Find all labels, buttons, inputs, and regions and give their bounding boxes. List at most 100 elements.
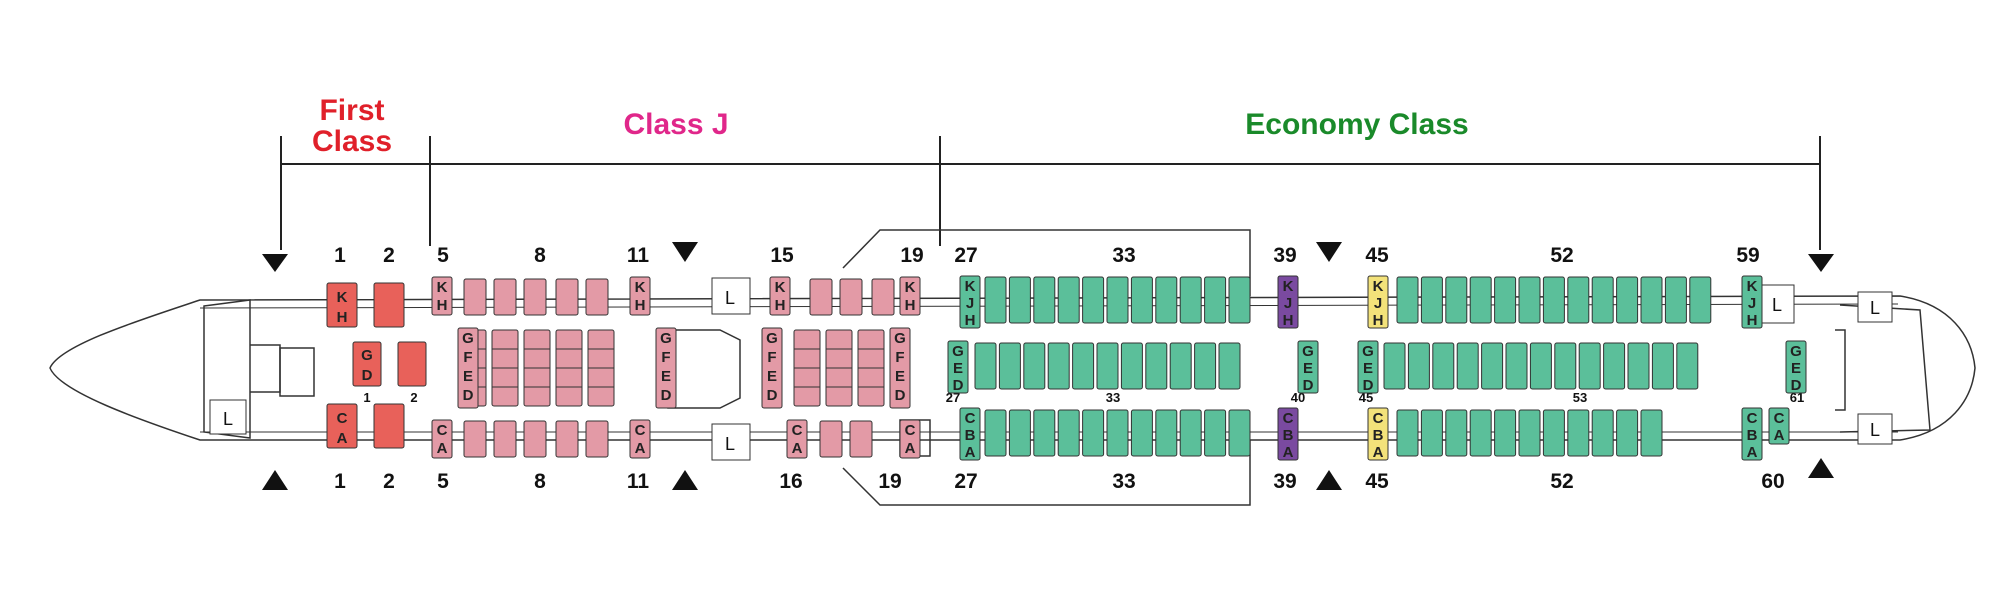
y-seat-mid-rear[interactable] [1432, 342, 1455, 390]
j-seat-window-bottom[interactable] [523, 420, 547, 458]
y-seat-top-front[interactable] [1057, 276, 1080, 324]
y-seat-45G[interactable] [1357, 340, 1379, 394]
y-seat-39K[interactable] [1277, 275, 1299, 329]
y-seat-mid-rear[interactable] [1529, 342, 1552, 390]
y-seat-top-rear[interactable] [1518, 276, 1541, 324]
y-seat-mid-front[interactable] [1169, 342, 1192, 390]
y-seat-top-front[interactable] [984, 276, 1007, 324]
first-seat-2G[interactable] [397, 341, 427, 387]
j-seat-window-top[interactable] [523, 278, 547, 316]
y-seat-mid-rear[interactable] [1407, 342, 1430, 390]
first-seat-2K[interactable] [373, 282, 405, 328]
y-seat-mid-front[interactable] [1218, 342, 1241, 390]
y-seat-bottom-front[interactable] [1057, 409, 1080, 457]
j-seat-6G[interactable] [457, 327, 479, 409]
y-seat-top-rear[interactable] [1689, 276, 1712, 324]
j-seat-window-top[interactable] [463, 278, 487, 316]
y-seat-mid-rear[interactable] [1505, 342, 1528, 390]
y-seat-mid-front[interactable] [974, 342, 997, 390]
y-seat-mid-rear[interactable] [1456, 342, 1479, 390]
j-seat-11C[interactable] [629, 419, 651, 459]
y-seat-mid-front[interactable] [998, 342, 1021, 390]
j-seat-window-bottom[interactable] [585, 420, 609, 458]
first-seat-1C[interactable] [326, 403, 358, 449]
y-seat-mid-front[interactable] [1072, 342, 1095, 390]
y-seat-top-rear[interactable] [1542, 276, 1565, 324]
y-seat-bottom-rear[interactable] [1542, 409, 1565, 457]
y-seat-59K[interactable] [1741, 275, 1763, 329]
y-seat-bottom-front[interactable] [1228, 409, 1251, 457]
y-seat-top-front[interactable] [1204, 276, 1227, 324]
j-seat-window-top[interactable] [585, 278, 609, 316]
first-seat-2C[interactable] [373, 403, 405, 449]
y-seat-top-front[interactable] [1033, 276, 1056, 324]
j-seat-window-top[interactable] [809, 278, 833, 316]
j-seat-window-bottom[interactable] [555, 420, 579, 458]
j-seat-window-top[interactable] [839, 278, 863, 316]
y-seat-bottom-front[interactable] [984, 409, 1007, 457]
j-seat-19C[interactable] [899, 419, 921, 459]
y-seat-top-front[interactable] [1130, 276, 1153, 324]
j-seat-19G[interactable] [889, 327, 911, 409]
j-seat-11K[interactable] [629, 276, 651, 316]
y-seat-bottom-rear[interactable] [1420, 409, 1443, 457]
j-seat-window-top[interactable] [493, 278, 517, 316]
y-seat-top-rear[interactable] [1420, 276, 1443, 324]
y-seat-top-front[interactable] [1106, 276, 1129, 324]
j-seat-16C[interactable] [786, 419, 808, 459]
y-seat-mid-front[interactable] [1145, 342, 1168, 390]
y-seat-bottom-rear[interactable] [1494, 409, 1517, 457]
y-seat-40G[interactable] [1297, 340, 1319, 394]
y-seat-top-rear[interactable] [1640, 276, 1663, 324]
y-seat-top-rear[interactable] [1445, 276, 1468, 324]
j-seat-11G[interactable] [655, 327, 677, 409]
y-seat-top-front[interactable] [1179, 276, 1202, 324]
y-seat-bottom-rear[interactable] [1640, 409, 1663, 457]
j-seat-15G[interactable] [761, 327, 783, 409]
y-seat-mid-rear[interactable] [1627, 342, 1650, 390]
y-seat-mid-front[interactable] [1023, 342, 1046, 390]
y-seat-bottom-rear[interactable] [1518, 409, 1541, 457]
y-seat-top-rear[interactable] [1664, 276, 1687, 324]
y-seat-mid-rear[interactable] [1578, 342, 1601, 390]
y-seat-top-rear[interactable] [1396, 276, 1419, 324]
y-seat-mid-rear[interactable] [1383, 342, 1406, 390]
y-seat-bottom-front[interactable] [1082, 409, 1105, 457]
y-seat-top-rear[interactable] [1616, 276, 1639, 324]
y-seat-top-rear[interactable] [1591, 276, 1614, 324]
y-seat-top-front[interactable] [1008, 276, 1031, 324]
y-seat-59C[interactable] [1741, 407, 1763, 461]
y-seat-45K[interactable] [1367, 275, 1389, 329]
y-seat-mid-rear[interactable] [1603, 342, 1626, 390]
y-seat-mid-rear[interactable] [1554, 342, 1577, 390]
j-seat-window-bottom[interactable] [849, 420, 873, 458]
y-seat-top-rear[interactable] [1494, 276, 1517, 324]
y-seat-top-rear[interactable] [1469, 276, 1492, 324]
y-seat-mid-front[interactable] [1120, 342, 1143, 390]
y-seat-bottom-front[interactable] [1204, 409, 1227, 457]
y-seat-mid-front[interactable] [1047, 342, 1070, 390]
j-seat-5K[interactable] [431, 276, 453, 316]
y-seat-mid-rear[interactable] [1481, 342, 1504, 390]
y-seat-top-rear[interactable] [1567, 276, 1590, 324]
y-seat-bottom-front[interactable] [1130, 409, 1153, 457]
y-seat-top-front[interactable] [1082, 276, 1105, 324]
j-seat-5C[interactable] [431, 419, 453, 459]
y-seat-bottom-rear[interactable] [1616, 409, 1639, 457]
y-seat-top-front[interactable] [1228, 276, 1251, 324]
y-seat-60C[interactable] [1768, 407, 1790, 445]
y-seat-bottom-front[interactable] [1106, 409, 1129, 457]
y-seat-bottom-front[interactable] [1008, 409, 1031, 457]
j-seat-15K[interactable] [769, 276, 791, 316]
y-seat-bottom-rear[interactable] [1591, 409, 1614, 457]
j-seat-19K[interactable] [899, 276, 921, 316]
y-seat-61G[interactable] [1785, 340, 1807, 394]
y-seat-bottom-front[interactable] [1033, 409, 1056, 457]
y-seat-39C[interactable] [1277, 407, 1299, 461]
y-seat-bottom-front[interactable] [1155, 409, 1178, 457]
j-seat-window-top[interactable] [871, 278, 895, 316]
y-seat-27C[interactable] [959, 407, 981, 461]
y-seat-45C[interactable] [1367, 407, 1389, 461]
y-seat-27G[interactable] [947, 340, 969, 394]
y-seat-bottom-rear[interactable] [1469, 409, 1492, 457]
